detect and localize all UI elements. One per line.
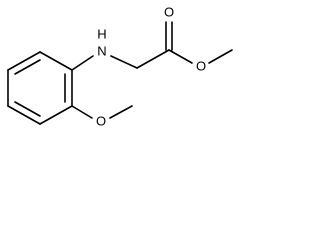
bond-ring-to-nitrogen — [71, 55, 94, 71]
chemical-structure: H N O O O — [7, 5, 233, 129]
bond-ring-to-ether-oxygen — [71, 105, 93, 119]
nitrogen-label: N — [97, 44, 106, 59]
ring-double-bond-top — [14, 59, 41, 75]
ether-oxygen-label: O — [96, 114, 106, 129]
bond-ester-oxygen-to-methyl — [208, 49, 233, 64]
nitrogen-hydrogen-label: H — [97, 27, 106, 42]
bond-methylene-to-carbonyl — [136, 49, 170, 69]
ring-bond-top-left — [7, 51, 41, 71]
ring-bond-bottom-left — [7, 105, 41, 125]
bond-nitrogen-to-methylene — [110, 55, 138, 69]
benzene-ring — [7, 51, 73, 125]
ester-oxygen-label: O — [196, 59, 206, 74]
bond-carbonyl-to-ester-oxygen — [168, 49, 193, 64]
ring-bond-top-right — [39, 51, 73, 71]
bond-ether-oxygen-to-methyl — [109, 105, 133, 119]
ring-bond-bottom-right — [39, 105, 73, 125]
carbonyl-oxygen-label: O — [164, 5, 174, 20]
ring-double-bond-bottom — [14, 101, 41, 117]
